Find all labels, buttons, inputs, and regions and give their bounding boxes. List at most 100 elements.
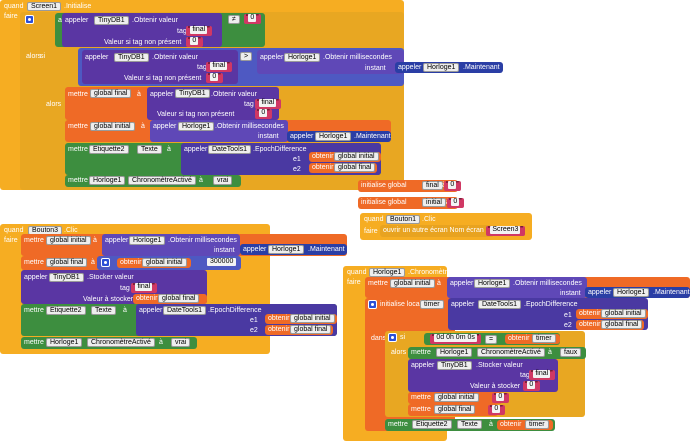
component-dropdown[interactable]: Horloge1 (369, 268, 406, 277)
maintenant-block-b3[interactable]: appeler Horloge1 .Maintenant (240, 244, 347, 255)
bool-dropdown[interactable]: vrai (171, 338, 191, 347)
final-zero-string[interactable]: “0” (488, 405, 505, 415)
maintenant-block-h[interactable]: appeler Horloge1 .Maintenant (585, 287, 690, 298)
open-screen-block[interactable]: ouvrir un autre écran Nom écran (380, 225, 494, 237)
tinydb-dropdown[interactable]: TinyDB1 (94, 16, 129, 25)
property-dropdown[interactable]: ChronomètreActivé (477, 348, 545, 357)
store-zero-string[interactable]: “0” (523, 381, 540, 391)
set-chrono-block[interactable]: mettre Horloge1 ChronomètreActivé à vrai (65, 175, 241, 187)
var-name-field[interactable]: timer (420, 300, 444, 309)
var-dropdown[interactable]: global final (46, 258, 88, 267)
component-dropdown[interactable]: Bouton1 (386, 215, 421, 224)
datetools-dropdown[interactable]: DateTools1 (478, 300, 522, 309)
component-dropdown[interactable]: Etiquette2 (412, 420, 452, 429)
horloge-ms-block[interactable]: appeler Horloge1 .Obtenir millisecondes … (257, 50, 404, 74)
tinydb-get-block[interactable]: appeler TinyDB1 .Obtenir valeur tag “fin… (62, 13, 222, 47)
horloge-dropdown[interactable]: Horloge1 (268, 245, 305, 254)
bool-dropdown[interactable]: vrai (213, 176, 233, 185)
neq-operator-dropdown[interactable]: ≠ (228, 15, 240, 24)
var-dropdown[interactable]: global initial (390, 279, 435, 288)
tinydb-get-block-3[interactable]: appeler TinyDB1 .Obtenir valeur tag “fin… (147, 87, 281, 120)
get-global-initial-b3[interactable]: obtenir global initial (117, 258, 191, 268)
tag-string-h[interactable]: “final” (529, 370, 555, 380)
var-name-field[interactable]: initial (422, 198, 446, 207)
get-global-initial-h[interactable]: obtenir global initial (576, 309, 648, 319)
gear-icon[interactable] (25, 15, 34, 24)
tag-string[interactable]: “final” (131, 283, 157, 293)
component-dropdown[interactable]: Horloge1 (46, 338, 83, 347)
var-dropdown[interactable]: global initial (142, 258, 187, 267)
default-string[interactable]: “0” (255, 109, 272, 119)
property-dropdown[interactable]: ChronomètreActivé (87, 338, 155, 347)
var-dropdown[interactable]: global final (158, 294, 200, 303)
var-dropdown[interactable]: global final (290, 325, 332, 334)
property-dropdown[interactable]: ChronomètreActivé (128, 176, 196, 185)
var-dropdown[interactable]: global initial (90, 122, 135, 131)
var-dropdown[interactable]: global initial (46, 236, 91, 245)
var-dropdown[interactable]: global final (601, 320, 643, 329)
tinydb-dropdown[interactable]: TinyDB1 (114, 53, 149, 62)
horloge-ms-block-2[interactable]: appeler Horloge1 .Obtenir millisecondes … (150, 120, 288, 142)
var-dropdown[interactable]: global initial (601, 309, 646, 318)
maintenant-block-2[interactable]: appeler Horloge1 .Maintenant (287, 131, 391, 142)
get-timer-2[interactable]: obtenir timer (497, 420, 553, 430)
var-dropdown[interactable]: global initial (334, 152, 379, 161)
tinydb-get-block-2[interactable]: appeler TinyDB1 .Obtenir valeur tag “fin… (82, 50, 238, 84)
property-dropdown[interactable]: Texte (91, 306, 116, 315)
gt-operator-dropdown[interactable]: > (240, 52, 253, 61)
set-chrono-block-b3[interactable]: mettre Horloge1 ChronomètreActivé à vrai (21, 337, 197, 349)
component-dropdown[interactable]: Screen1 (27, 2, 62, 11)
zero-time-string[interactable]: “0d 0h 0m 0s” (430, 334, 482, 344)
get-global-final-b3[interactable]: obtenir global final (133, 294, 207, 304)
horloge-dropdown[interactable]: Horloge1 (178, 122, 215, 131)
var-name-field[interactable]: final (422, 181, 443, 190)
var-dropdown[interactable]: global final (334, 163, 376, 172)
component-dropdown[interactable]: Horloge1 (436, 348, 473, 357)
tinydb-dropdown[interactable]: TinyDB1 (175, 89, 210, 98)
default-string[interactable]: “0” (206, 73, 223, 83)
set-global-final-zero[interactable]: mettre global final à (408, 404, 498, 416)
component-dropdown[interactable]: Etiquette2 (89, 145, 129, 154)
var-dropdown[interactable]: global initial (290, 314, 335, 323)
init-global-final[interactable]: initialise global final à (358, 180, 458, 192)
default-string[interactable]: “0” (186, 37, 203, 47)
property-dropdown[interactable]: Texte (457, 420, 482, 429)
tinydb-dropdown[interactable]: TinyDB1 (437, 361, 472, 370)
init-global-initial[interactable]: initialise global initial à (358, 197, 458, 209)
tag-string[interactable]: “final” (186, 26, 212, 36)
bool-dropdown[interactable]: faux (560, 348, 582, 357)
init-initial-value[interactable]: “0” (447, 198, 464, 208)
horloge-ms-block-h[interactable]: appeler Horloge1 .Obtenir millisecondes … (447, 277, 587, 298)
get-timer[interactable]: obtenir timer (505, 334, 560, 344)
horloge-dropdown[interactable]: Horloge1 (315, 132, 352, 141)
horloge-dropdown[interactable]: Horloge1 (284, 53, 321, 62)
gear-icon[interactable] (101, 258, 110, 267)
get-global-initial[interactable]: obtenir global initial (309, 152, 381, 162)
tag-string[interactable]: “final” (206, 62, 232, 72)
get-global-final[interactable]: obtenir global final (309, 163, 377, 173)
horloge-ms-block-b3[interactable]: appeler Horloge1 .Obtenir millisecondes … (102, 234, 240, 256)
compare-zero-string[interactable]: “0” (244, 14, 261, 24)
get-global-initial-b3-2[interactable]: obtenir global initial (265, 314, 337, 324)
component-dropdown[interactable]: Horloge1 (89, 176, 126, 185)
horloge-dropdown[interactable]: Horloge1 (129, 236, 166, 245)
horloge-dropdown[interactable]: Horloge1 (474, 279, 511, 288)
tag-string[interactable]: “final” (255, 99, 281, 109)
add-number[interactable]: 300000 (205, 258, 239, 268)
gear-icon[interactable] (388, 333, 397, 342)
component-dropdown[interactable]: Etiquette2 (46, 306, 86, 315)
var-dropdown[interactable]: global final (434, 405, 476, 414)
var-dropdown[interactable]: global initial (434, 393, 479, 402)
var-dropdown[interactable]: global final (90, 89, 132, 98)
get-global-final-h[interactable]: obtenir global final (576, 320, 644, 330)
datetools-dropdown[interactable]: DateTools1 (208, 145, 252, 154)
horloge-dropdown[interactable]: Horloge1 (613, 288, 650, 297)
tinydb-dropdown[interactable]: TinyDB1 (49, 273, 84, 282)
init-final-value[interactable]: “0” (444, 181, 461, 191)
horloge-dropdown[interactable]: Horloge1 (423, 63, 460, 72)
gear-icon[interactable] (368, 300, 377, 309)
eq-operator-dropdown[interactable]: = (485, 335, 498, 344)
var-dropdown[interactable]: timer (525, 420, 549, 429)
set-chrono-faux[interactable]: mettre Horloge1 ChronomètreActivé à faux (408, 347, 586, 359)
datetools-dropdown[interactable]: DateTools1 (163, 306, 207, 315)
